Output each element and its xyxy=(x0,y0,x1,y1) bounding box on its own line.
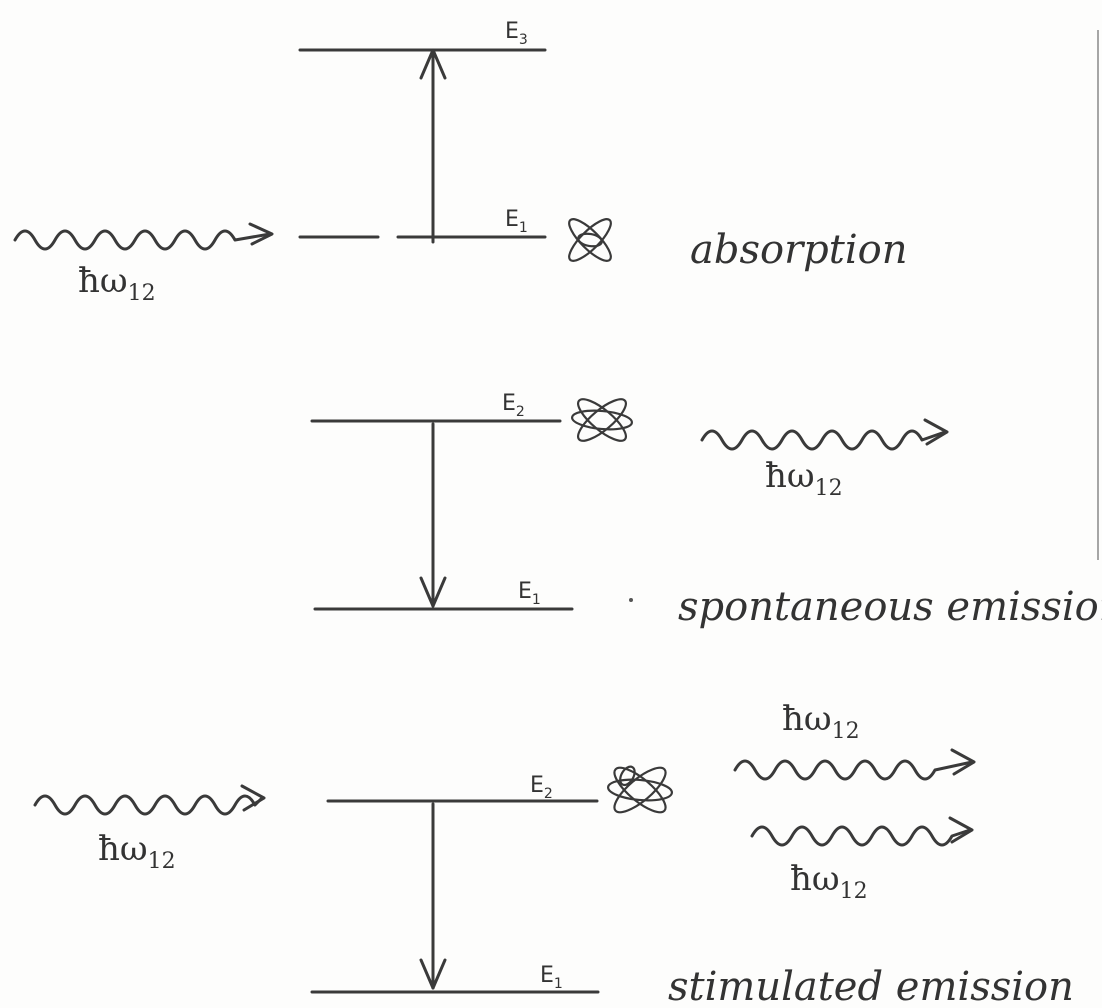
photon-label-in: ħω12 xyxy=(78,261,156,306)
photon-label-in: ħω12 xyxy=(98,829,176,874)
level-label-e1: E1 xyxy=(540,963,563,992)
atom-icon xyxy=(607,765,673,814)
stimulated-emission-panel: E2 E1 ħω12 ħω12 ħω12 stimulated emission xyxy=(33,699,1074,1008)
arrow-head-up xyxy=(419,48,447,80)
arrow-head-down xyxy=(419,576,447,608)
level-label-e1: E1 xyxy=(518,579,541,608)
photon-label-out: ħω12 xyxy=(765,456,843,501)
atom-icon xyxy=(571,398,633,442)
outgoing-photon-wave xyxy=(700,429,947,451)
incoming-photon-wave xyxy=(33,794,264,816)
incoming-photon-wave xyxy=(13,229,272,251)
process-label-spontaneous-emission: spontaneous emission xyxy=(678,584,1102,630)
photon-label-out-top: ħω12 xyxy=(782,699,860,744)
photon-arrow-head xyxy=(948,816,974,844)
level-label-e1: E1 xyxy=(505,207,528,236)
level-label-e3: E3 xyxy=(505,19,528,48)
level-label-e2: E2 xyxy=(502,391,525,420)
process-label-absorption: absorption xyxy=(690,227,908,273)
photon-label-out-bottom: ħω12 xyxy=(790,859,868,904)
photon-arrow-head xyxy=(240,784,266,812)
ink-dot xyxy=(629,598,633,602)
atom-icon xyxy=(568,218,612,262)
photon-arrow-head xyxy=(950,748,976,776)
outgoing-photon-wave-bottom xyxy=(750,825,972,847)
arrow-head-down xyxy=(419,958,447,990)
level-label-e2: E2 xyxy=(530,773,553,802)
spontaneous-emission-panel: E2 E1 ħω12 spontaneous emission xyxy=(310,391,1102,630)
outgoing-photon-wave-top xyxy=(733,759,974,781)
process-label-stimulated-emission: stimulated emission xyxy=(668,964,1074,1008)
photon-arrow-head xyxy=(923,418,949,446)
photon-arrow-head xyxy=(248,222,274,246)
absorption-panel: E3 E1 ħω12 absorption xyxy=(13,19,908,306)
